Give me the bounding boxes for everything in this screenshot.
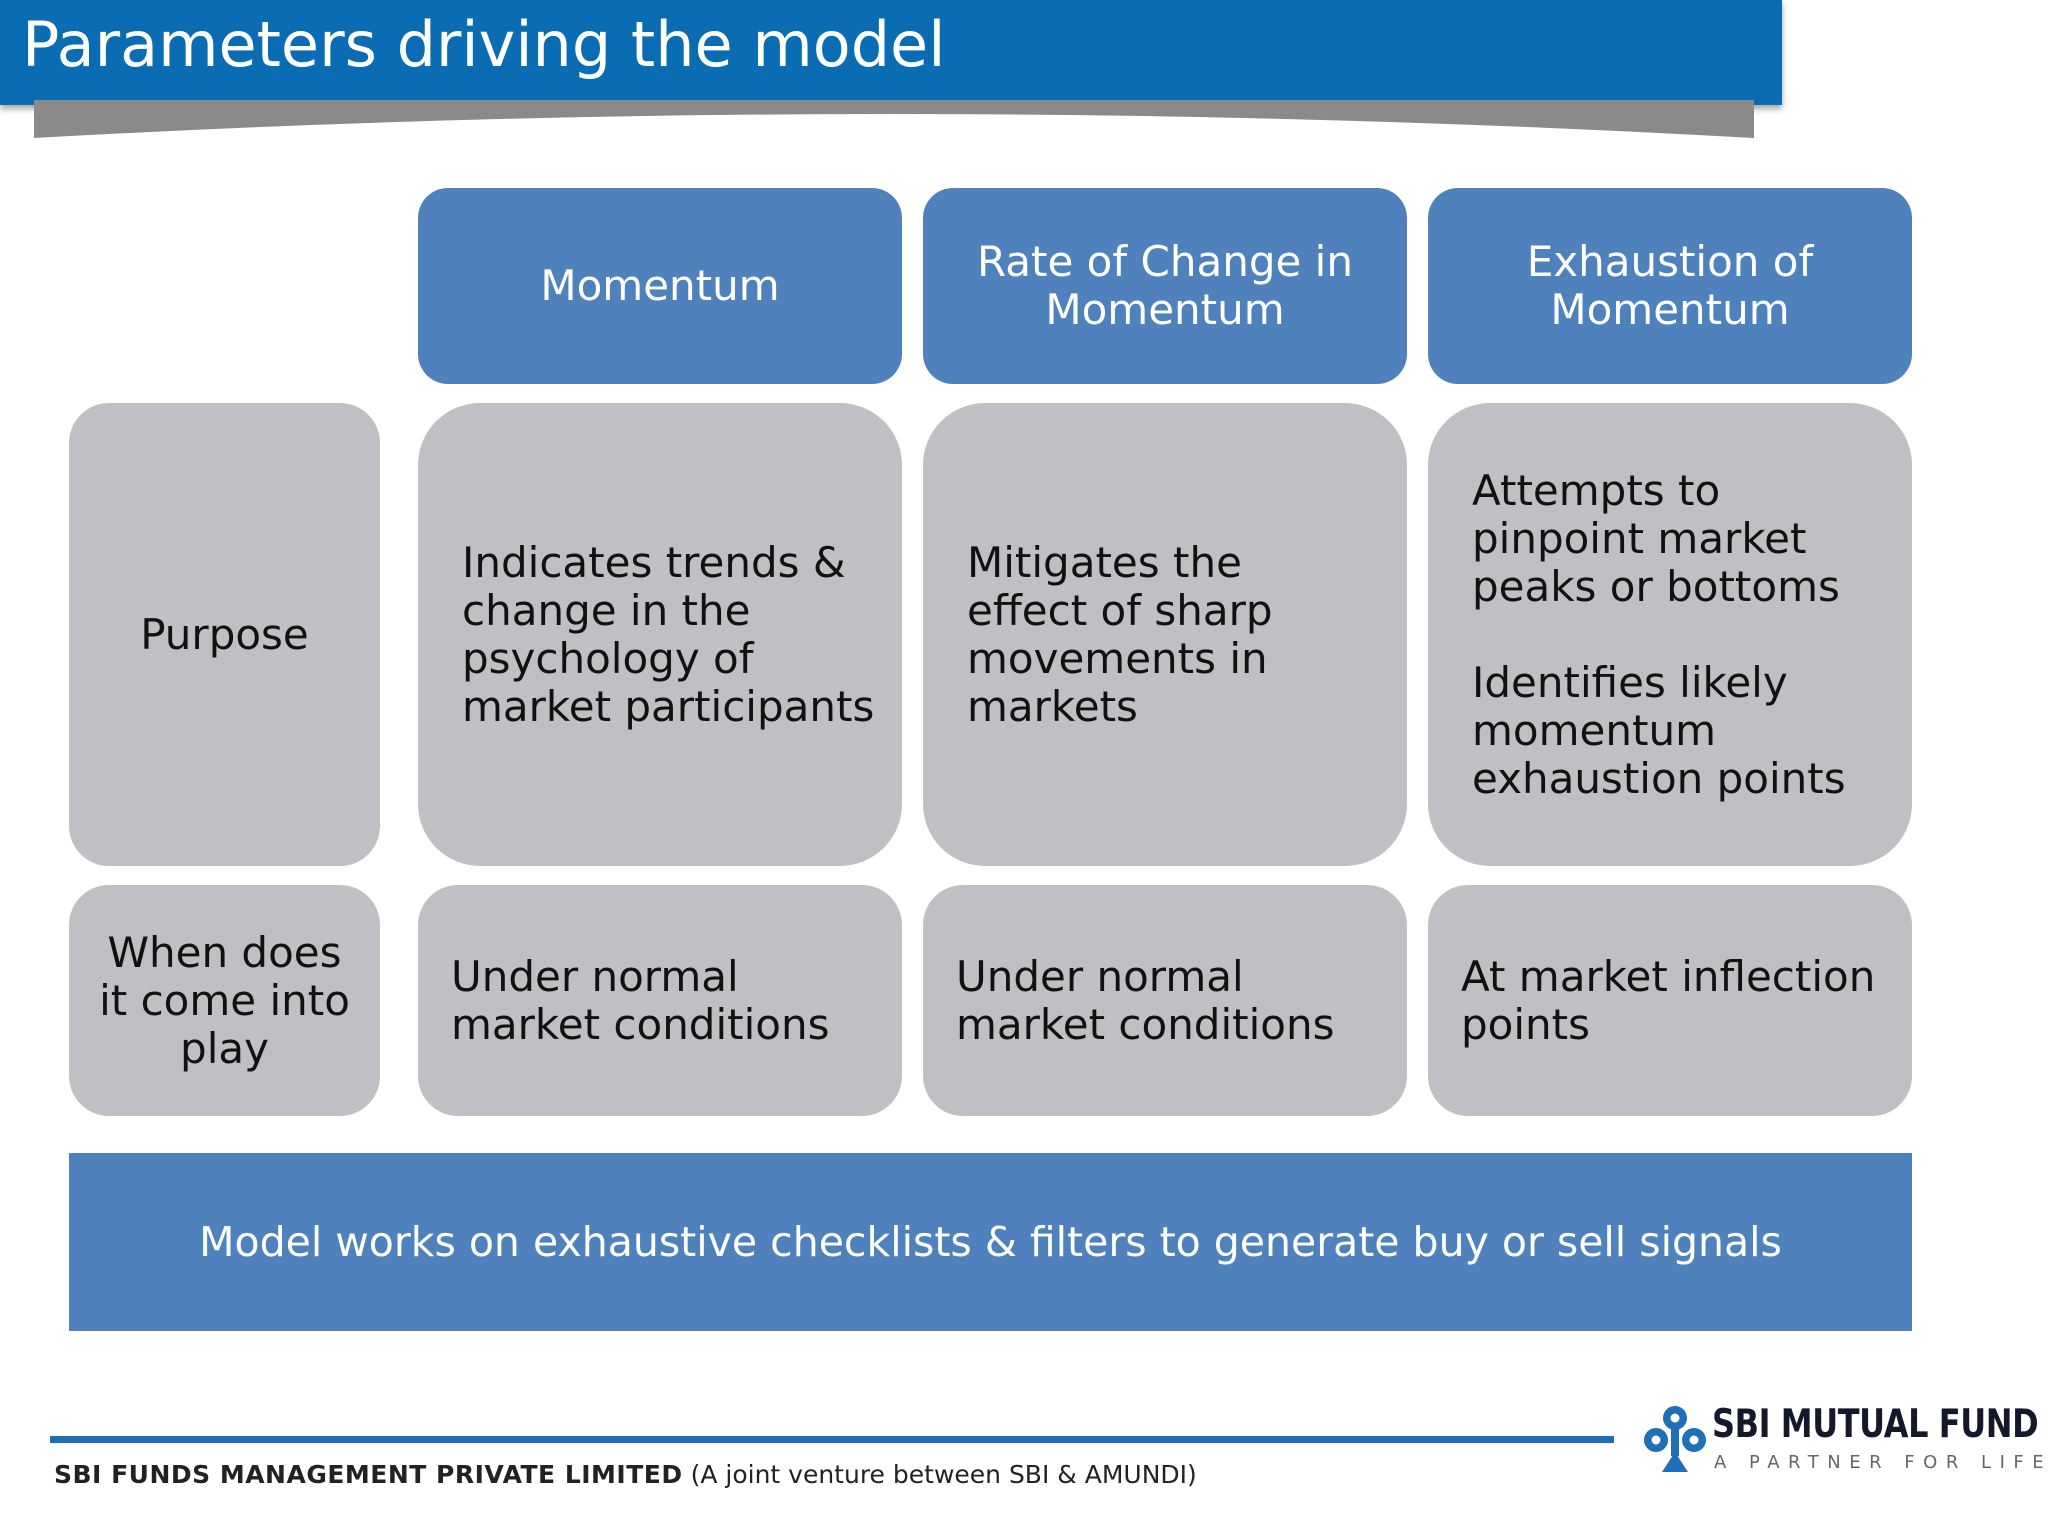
cell-text: Under normal market conditions <box>451 951 830 1049</box>
cell-text: Identifies likely momentum exhaustion po… <box>1472 657 1846 803</box>
page-title: Parameters driving the model <box>22 8 946 81</box>
cell-text: Mitigates the effect of sharp movements … <box>967 537 1273 731</box>
cell-text: Indicates trends & change in the psychol… <box>462 537 875 731</box>
column-header-label: Exhaustion of Momentum <box>1526 237 1814 334</box>
sbi-logo: SBI MUTUAL FUND A PARTNER FOR LIFE <box>1640 1400 2044 1480</box>
purpose-cell-exhaustion: Attempts to pinpoint market peaks or bot… <box>1428 403 1912 866</box>
cell-text: Under normal market conditions <box>956 951 1335 1049</box>
banner-text: Model works on exhaustive checklists & f… <box>199 1218 1782 1266</box>
row-label-purpose: Purpose <box>69 403 380 866</box>
title-bar: Parameters driving the model <box>0 0 1782 105</box>
row-label-text: Purpose <box>140 609 309 659</box>
cell-text: At market inflection points <box>1461 951 1876 1049</box>
footer-note: (A joint venture between SBI & AMUNDI) <box>690 1460 1197 1489</box>
row-label-when: When does it come into play <box>69 885 380 1116</box>
footer-company: SBI FUNDS MANAGEMENT PRIVATE LIMITED <box>54 1460 683 1489</box>
club-icon <box>1644 1406 1706 1472</box>
row-label-text: When does it come into play <box>99 927 350 1073</box>
summary-banner: Model works on exhaustive checklists & f… <box>69 1153 1912 1331</box>
logo-name: SBI MUTUAL FUND <box>1712 1402 2039 1447</box>
column-header-momentum: Momentum <box>418 188 902 384</box>
column-header-label: Momentum <box>540 261 780 310</box>
footer-divider <box>50 1436 1614 1443</box>
cell-text: Attempts to pinpoint market peaks or bot… <box>1472 465 1840 611</box>
when-cell-momentum: Under normal market conditions <box>418 885 902 1116</box>
purpose-cell-momentum: Indicates trends & change in the psychol… <box>418 403 902 866</box>
cell-text-stack: Attempts to pinpoint market peaks or bot… <box>1472 465 1872 803</box>
title-swoosh <box>34 100 1754 138</box>
column-header-rate-of-change: Rate of Change in Momentum <box>923 188 1407 384</box>
column-header-label: Rate of Change in Momentum <box>977 237 1353 334</box>
when-cell-exhaustion: At market inflection points <box>1428 885 1912 1116</box>
when-cell-rate-of-change: Under normal market conditions <box>923 885 1407 1116</box>
footer-text: SBI FUNDS MANAGEMENT PRIVATE LIMITED (A … <box>54 1460 1197 1489</box>
purpose-cell-rate-of-change: Mitigates the effect of sharp movements … <box>923 403 1407 866</box>
column-header-exhaustion: Exhaustion of Momentum <box>1428 188 1912 384</box>
logo-tagline: A PARTNER FOR LIFE <box>1714 1452 2048 1473</box>
